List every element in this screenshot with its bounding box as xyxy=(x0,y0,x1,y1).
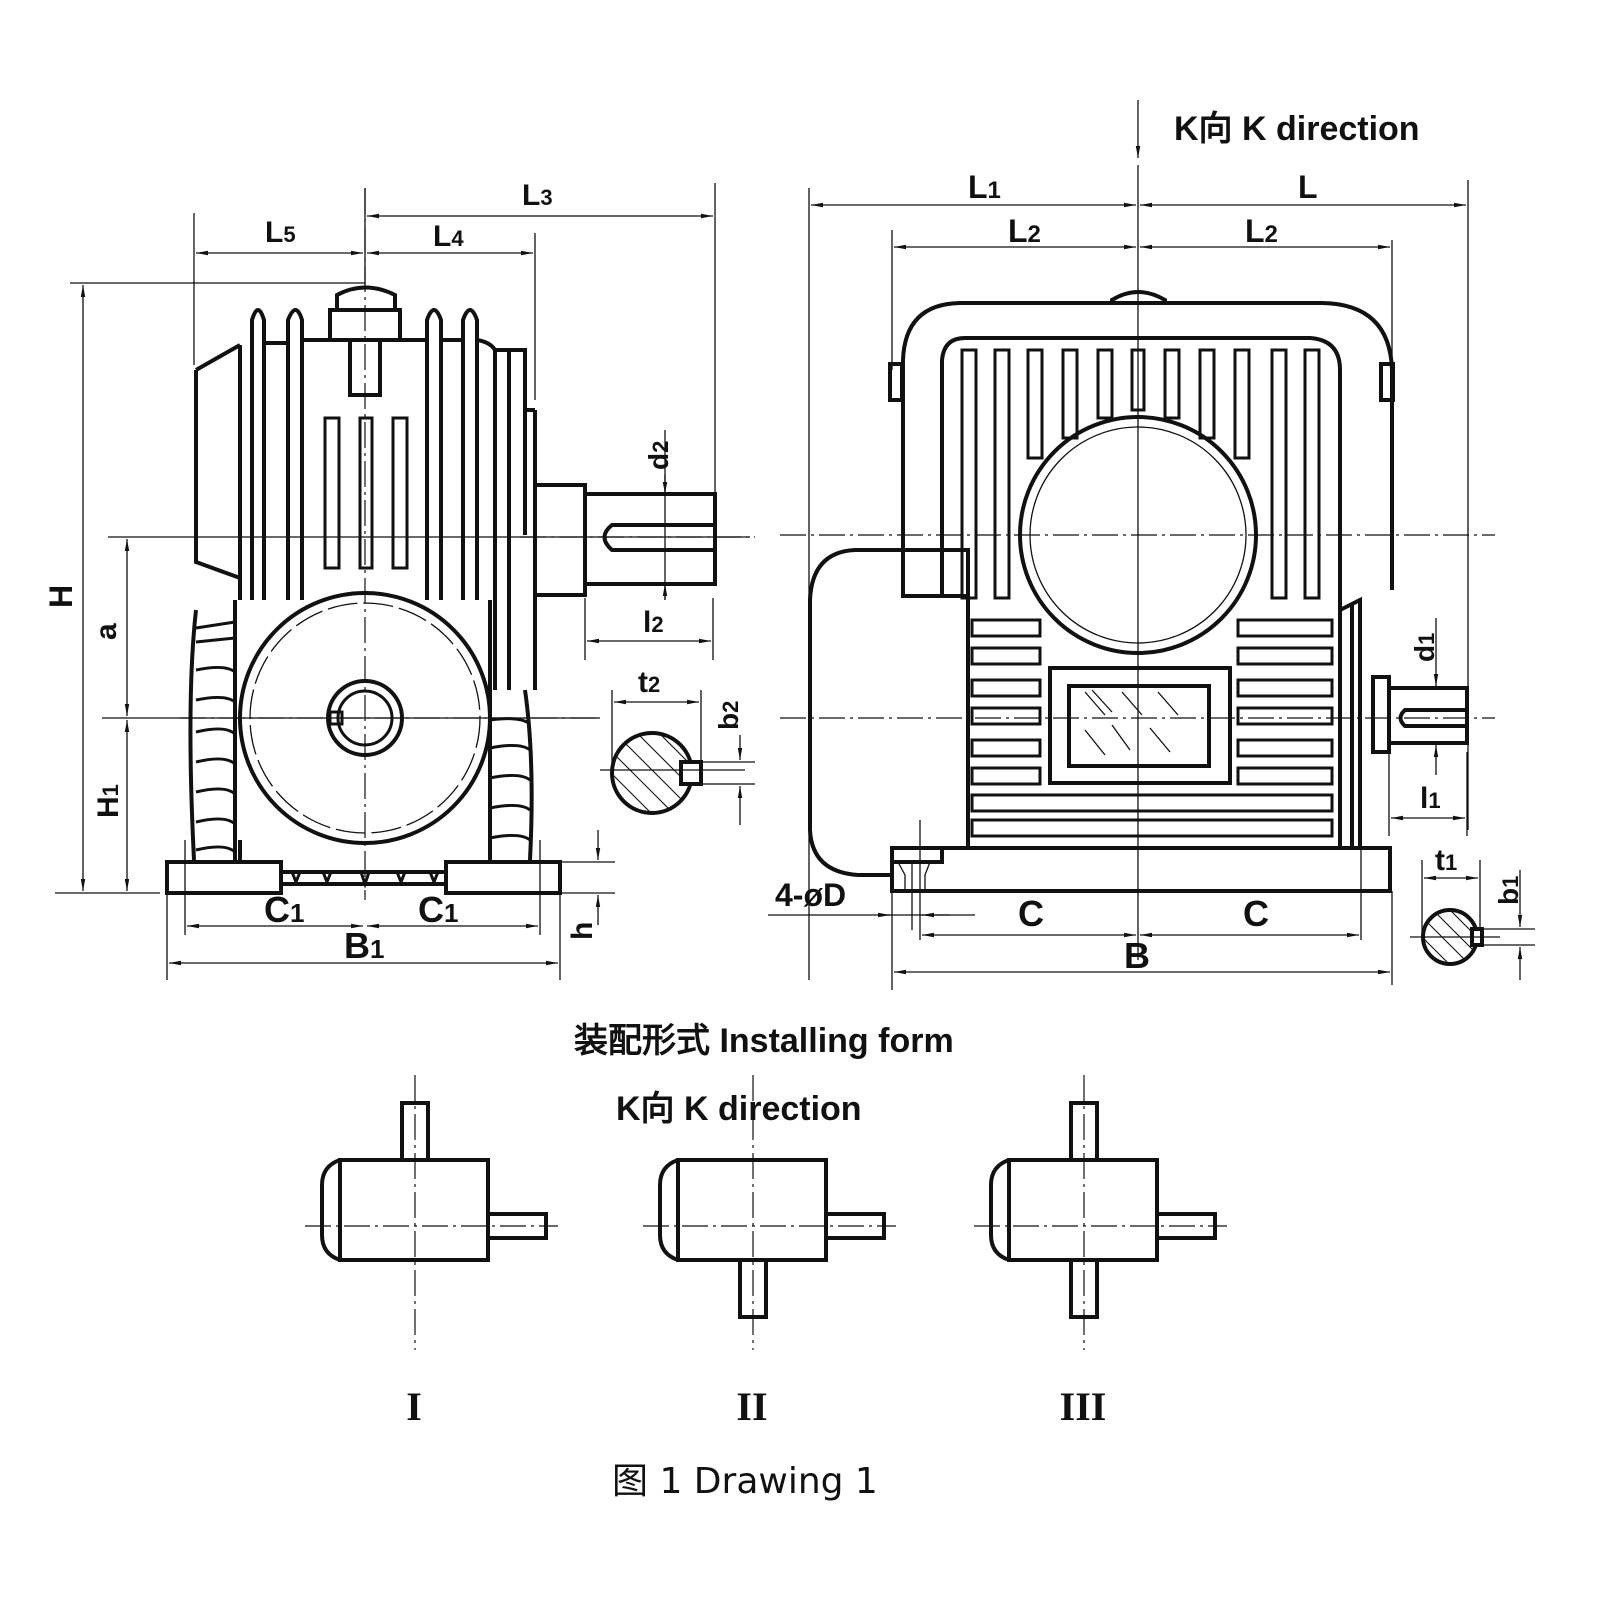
gearbox-body xyxy=(1007,1158,1159,1262)
k-direction-bottom: K向 K direction xyxy=(616,1090,862,1128)
label-l2: l2 xyxy=(643,606,664,639)
label-b1: b1 xyxy=(1493,876,1524,905)
label-a: a xyxy=(90,623,123,640)
label-C-left: C xyxy=(1018,893,1044,934)
installing-form-label: I xyxy=(406,1384,422,1429)
label-t2: t2 xyxy=(638,666,660,699)
right-housing xyxy=(780,290,1495,985)
shaft-section-d2: t2 b2 xyxy=(600,666,755,825)
output-shaft: d2 l2 xyxy=(520,430,755,660)
k-direction-top: K向 K direction xyxy=(1174,110,1420,148)
label-L3: L3 xyxy=(522,179,553,212)
installing-form-label: III xyxy=(1060,1384,1107,1429)
installing-form-title: 装配形式 Installing form xyxy=(574,1022,954,1060)
label-L: L xyxy=(1298,169,1318,205)
label-B1: B1 xyxy=(344,925,384,966)
gearbox-body xyxy=(676,1158,828,1262)
label-L1: L1 xyxy=(968,169,1001,205)
label-L2-left: L2 xyxy=(1008,213,1041,249)
label-h: h xyxy=(566,922,599,940)
label-L2-right: L2 xyxy=(1245,213,1278,249)
inspection-window xyxy=(1048,666,1232,785)
label-H1: H1 xyxy=(92,784,125,818)
left-view: L5 L4 L3 H a H1 xyxy=(43,179,755,980)
left-housing xyxy=(165,188,600,900)
label-B: B xyxy=(1124,935,1150,976)
figure-caption: 图 1 Drawing 1 xyxy=(612,1461,878,1502)
installing-form-label: II xyxy=(736,1384,767,1429)
cooling-fins-bottom xyxy=(970,618,1334,838)
label-C1-right: C1 xyxy=(418,889,458,930)
label-l1: l1 xyxy=(1420,782,1441,815)
label-t1: t1 xyxy=(1435,844,1457,877)
right-view: K向 K direction L1 L L2 L2 xyxy=(768,100,1535,990)
installing-form-1: I xyxy=(305,1075,558,1429)
cooling-fins-top xyxy=(960,348,1321,600)
installing-form-3: III xyxy=(974,1075,1227,1429)
label-holes: 4-øD xyxy=(775,877,846,913)
label-H: H xyxy=(43,585,79,608)
motor-cap xyxy=(320,1158,341,1262)
shaft-section-d1: t1 b1 xyxy=(1410,844,1535,980)
label-d2: d2 xyxy=(643,441,674,470)
label-L4: L4 xyxy=(433,220,464,253)
installing-form-2: II xyxy=(643,1075,896,1429)
label-C-right: C xyxy=(1243,893,1269,934)
label-C1-left: C1 xyxy=(264,889,304,930)
label-d1: d1 xyxy=(1409,633,1440,662)
gearbox-body xyxy=(338,1158,490,1262)
motor-cap xyxy=(989,1158,1010,1262)
input-shaft: d1 l1 xyxy=(1371,618,1469,836)
label-L5: L5 xyxy=(265,216,296,249)
motor-cap xyxy=(658,1158,679,1262)
label-b2: b2 xyxy=(713,701,744,730)
